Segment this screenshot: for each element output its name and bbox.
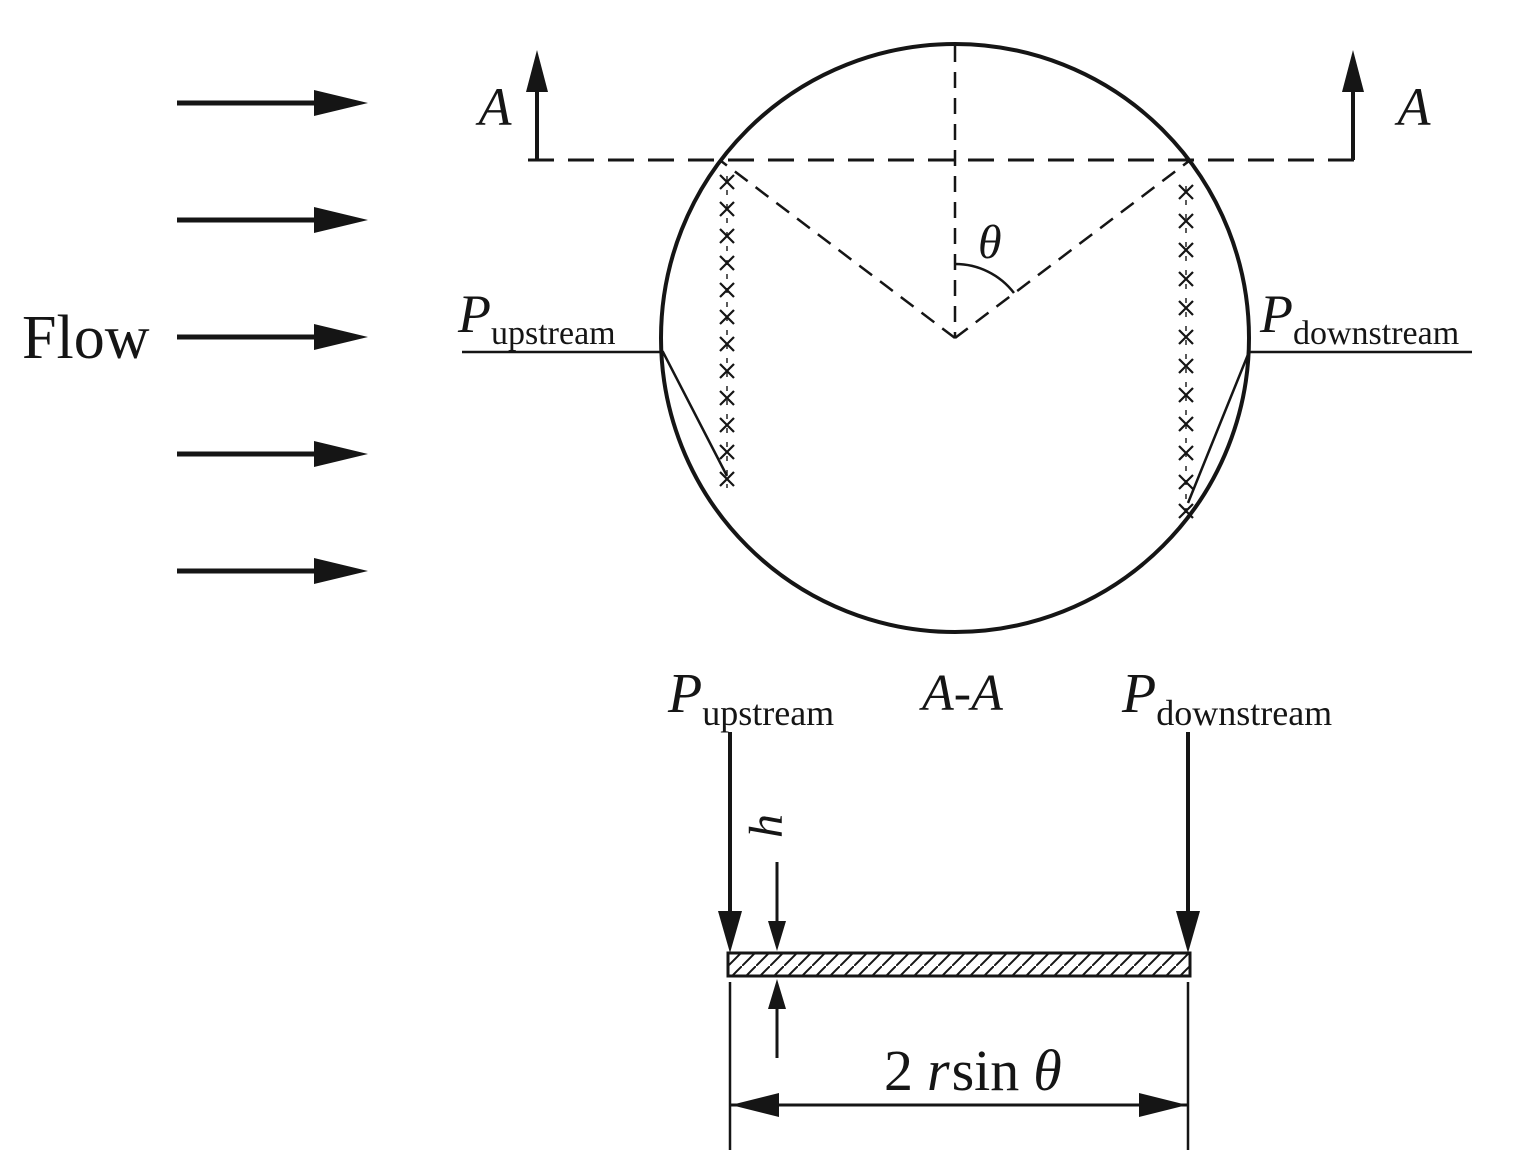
p-downstream-label-bottom: Pdownstream [1121,663,1332,733]
theta-angle-arc [954,262,1015,294]
upstream-pressure-arrow [718,732,742,953]
plate-section [726,951,1192,978]
width-dimension [728,982,1190,1150]
downstream-pressure-arrow [1176,732,1200,953]
flow-label: Flow [22,304,150,372]
flow-arrow [177,558,368,584]
flow-arrow [177,207,368,233]
upstream-separation-line [718,173,736,488]
theta-label: θ [978,216,1002,269]
flow-arrow [177,90,368,116]
downstream-leader-line [1186,350,1472,504]
cylinder-outline [659,42,1251,634]
section-arrow-right [1342,50,1364,160]
p-upstream-label-top: Pupstream [457,284,616,352]
thickness-label: h [740,814,793,838]
section-view-label: A-A [919,665,1003,722]
thickness-dimension-arrows [768,862,786,1058]
section-marker-right-label: A [1395,77,1432,137]
section-marker-left-label: A [476,77,513,137]
upstream-leader-line [462,350,729,477]
flow-arrows [177,90,368,584]
p-downstream-label-top: Pdownstream [1259,284,1459,352]
flow-arrow [177,441,368,467]
radius-to-upstream-point [720,160,956,339]
downstream-separation-line [1177,183,1195,520]
flow-arrow [177,324,368,350]
section-arrow-left [526,50,548,160]
radius-to-downstream-point [954,160,1190,339]
p-upstream-label-bottom: Pupstream [667,663,834,733]
